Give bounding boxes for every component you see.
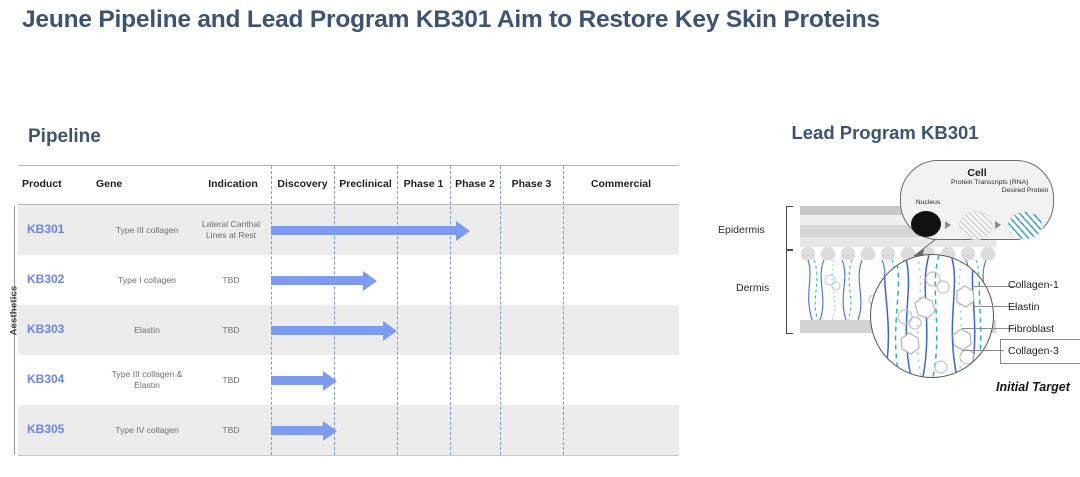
progress-arrow-kb304 — [271, 370, 337, 391]
table-top-rule — [18, 165, 679, 166]
leader-line-collagen1 — [974, 286, 1016, 287]
cell-indication: TBD — [222, 374, 240, 385]
cell-product: KB302 — [27, 272, 65, 287]
magnified-dermis-icon — [883, 255, 984, 377]
callout-elastin: Elastin — [1008, 301, 1040, 313]
column-header-indication: Indication — [208, 178, 258, 190]
table-row[interactable]: KB305 Type IV collagen TBD — [18, 405, 679, 455]
progress-arrow-kb303 — [271, 320, 397, 341]
phase-divider-phase2 — [450, 166, 451, 455]
callout-fibroblast: Fibroblast — [1008, 323, 1055, 335]
column-header-discovery: Discovery — [277, 178, 328, 190]
column-header-phase2: Phase 2 — [455, 178, 495, 190]
cell-gene: Type III collagen & Elastin — [111, 369, 183, 390]
translation-arrow-icon — [995, 221, 1001, 229]
cell-product: KB304 — [27, 372, 65, 387]
collagen3-highlight-box — [1000, 339, 1080, 364]
cell-indication: TBD — [222, 274, 240, 285]
transcription-arrow-icon — [945, 221, 951, 229]
stratum-granulosum — [800, 215, 996, 225]
cell-indication: TBD — [222, 424, 240, 435]
table-row[interactable]: KB304 Type III collagen & Elastin TBD — [18, 355, 679, 405]
table-row[interactable]: KB303 Elastin TBD — [18, 305, 679, 355]
column-header-phase3: Phase 3 — [511, 178, 552, 190]
column-header-product: Product — [22, 178, 62, 190]
column-header-phase1: Phase 1 — [403, 178, 444, 190]
leader-line-fibroblast — [962, 328, 1016, 329]
epidermis-label: Epidermis — [718, 224, 765, 236]
page-title: Jeune Pipeline and Lead Program KB301 Ai… — [22, 6, 880, 33]
table-row[interactable]: KB301 Type III collagen Lateral Canthal … — [18, 205, 679, 255]
phase-divider-discovery — [271, 166, 272, 455]
rna-transcript-icon — [959, 211, 993, 240]
nucleus-label: Nucleus — [915, 199, 941, 206]
column-header-gene: Gene — [96, 178, 123, 190]
cell-indication: TBD — [222, 324, 240, 335]
table-header-rule — [18, 204, 679, 205]
cell-product: KB301 — [27, 222, 65, 237]
cell-gene: Type III collagen — [115, 224, 179, 235]
pipeline-panel: Pipeline Aesthetics Product Gene Indicat… — [0, 110, 700, 470]
nucleus-icon — [911, 211, 941, 237]
cell-gene: Elastin — [134, 324, 160, 335]
table-header-row: Product Gene Indication Discovery Precli… — [18, 166, 679, 204]
pipeline-heading: Pipeline — [28, 126, 101, 147]
initial-target-note: Initial Target — [996, 380, 1070, 394]
callout-collagen3: Collagen-3 — [1008, 345, 1059, 357]
progress-arrow-kb305 — [271, 420, 337, 441]
phase-divider-commercial — [563, 166, 564, 455]
leader-line-collagen3 — [962, 350, 1004, 351]
pipeline-table: Product Gene Indication Discovery Precli… — [18, 165, 679, 456]
callout-collagen1: Collagen-1 — [1008, 279, 1059, 291]
stratum-lucidum — [800, 237, 996, 247]
cell-product: KB303 — [27, 322, 65, 337]
cell-indication: Lateral Canthal Lines at Rest — [201, 219, 261, 240]
progress-arrow-kb302 — [271, 270, 377, 291]
table-bottom-rule — [18, 455, 679, 456]
phase-divider-phase1 — [397, 166, 398, 455]
epidermis-bracket — [786, 206, 793, 250]
protein-label: Desired Protein — [1001, 187, 1049, 194]
phase-divider-preclinical — [334, 166, 335, 455]
column-header-commercial: Commercial — [590, 178, 652, 190]
aesthetics-group-rule — [14, 206, 15, 455]
skin-diagram: Epidermis Dermis Cell Nucleus Protein Tr… — [712, 158, 1080, 458]
column-header-preclinical: Preclinical — [339, 178, 392, 190]
table-row[interactable]: KB302 Type I collagen TBD — [18, 255, 679, 305]
phase-divider-phase3 — [500, 166, 501, 455]
stratum-corneum — [800, 206, 996, 215]
leader-line-elastin — [974, 306, 1016, 307]
cell-gene: Type IV collagen — [115, 424, 179, 435]
dermis-magnifier — [870, 254, 994, 378]
lead-program-heading: Lead Program KB301 — [791, 122, 979, 143]
rna-label: Protein Transcripts (RNA) — [951, 179, 1029, 186]
dermis-bracket — [786, 250, 793, 334]
dermis-label: Dermis — [736, 282, 770, 294]
desired-protein-icon — [1007, 211, 1043, 240]
cell-title: Cell — [967, 167, 987, 179]
cell-product: KB305 — [27, 422, 65, 437]
lead-program-panel: Lead Program KB301 — [700, 110, 1080, 470]
progress-arrow-kb301 — [271, 220, 470, 241]
cell-callout: Cell Nucleus Protein Transcripts (RNA) D… — [900, 160, 1054, 240]
cell-gene: Type I collagen — [118, 274, 176, 285]
